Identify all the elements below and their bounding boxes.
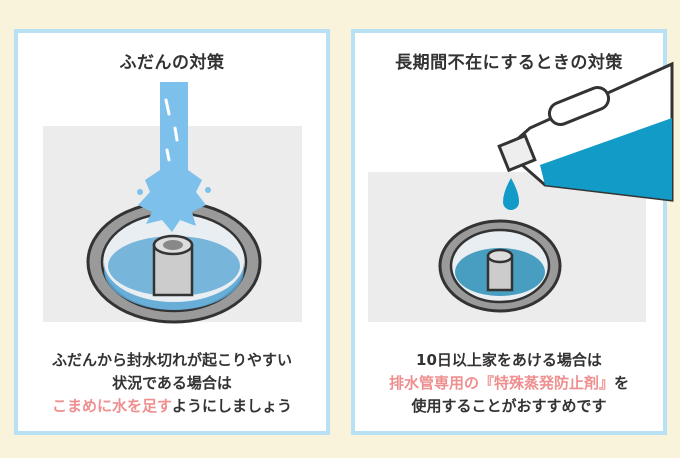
highlight-text: 排水管専用の『特殊蒸発防止剤』: [388, 374, 614, 392]
daily-measure-description: ふだんから封水切れが起こりやすい 状況である場合は こまめに水を足すようにしまし…: [18, 349, 326, 418]
bottle-icon: [497, 61, 674, 202]
drain-with-agent-illustration: [368, 61, 674, 322]
desc-tail: ようにしましょう: [172, 397, 293, 415]
desc-line: ふだんから封水切れが起こりやすい: [51, 351, 292, 369]
desc-line: 使用することがおすすめです: [411, 397, 607, 415]
desc-line: 排水管専用の『特殊蒸発防止剤』を: [355, 372, 663, 395]
daily-measure-title: ふだんの対策: [119, 53, 225, 73]
long-absence-description: 10日以上家をあける場合は 排水管専用の『特殊蒸発防止剤』を 使用することがおす…: [355, 349, 663, 418]
highlight-text: こまめに水を足す: [51, 397, 172, 415]
desc-line: 10日以上家をあける場合は: [416, 351, 602, 369]
desc-line: 状況である場合は: [112, 374, 232, 392]
desc-line: こまめに水を足すようにしましょう: [18, 395, 326, 418]
desc-after: を: [614, 374, 630, 392]
drain-with-water-illustration: [43, 82, 302, 324]
long-absence-title: 長期間不在にするときの対策: [395, 53, 623, 73]
